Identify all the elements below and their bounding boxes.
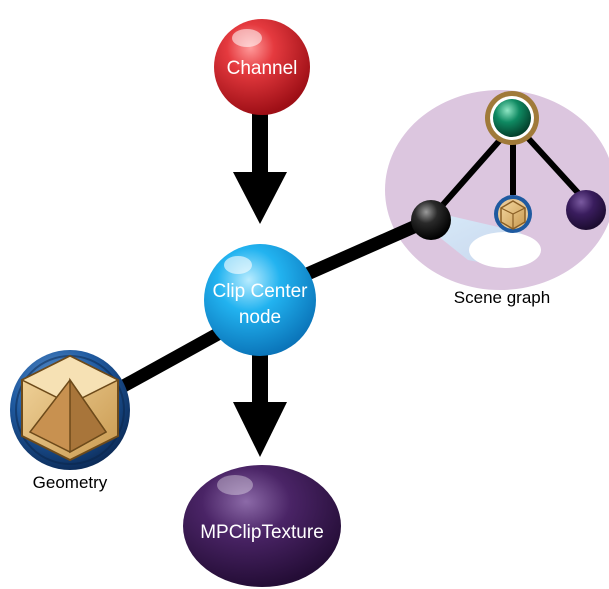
arrow-head-channel xyxy=(233,172,287,224)
scene-leaf-node xyxy=(566,190,606,230)
connector-geometry-to-clip-center xyxy=(116,324,229,394)
clip-center-label-line1: Clip Center xyxy=(212,281,308,302)
connector-clip-center-to-scene-graph xyxy=(302,216,428,281)
mpcliptexture-label: MPClipTexture xyxy=(200,522,324,543)
clip-center-label-line2: node xyxy=(239,307,281,328)
geometry-caption: Geometry xyxy=(33,473,108,492)
scene-graph xyxy=(411,91,606,268)
scene-graph-caption: Scene graph xyxy=(454,288,550,307)
scene-graph-bubble xyxy=(385,90,609,290)
scene-link-left xyxy=(437,138,503,210)
scene-root-node xyxy=(493,99,531,137)
channel-label: Channel xyxy=(227,58,298,79)
scene-link-right xyxy=(525,135,583,198)
clip-center-node: Clip Center node xyxy=(204,244,316,356)
arrow-head-texture xyxy=(233,402,287,457)
light-spot xyxy=(469,232,541,268)
channel-node: Channel xyxy=(214,19,310,115)
arrow-shaft-texture xyxy=(252,352,268,412)
arrow-shaft-channel xyxy=(252,110,268,188)
scene-light-node xyxy=(411,200,451,240)
geometry-node xyxy=(10,350,130,470)
connector-lines xyxy=(116,110,428,457)
mpcliptexture-node: MPClipTexture xyxy=(183,465,341,587)
